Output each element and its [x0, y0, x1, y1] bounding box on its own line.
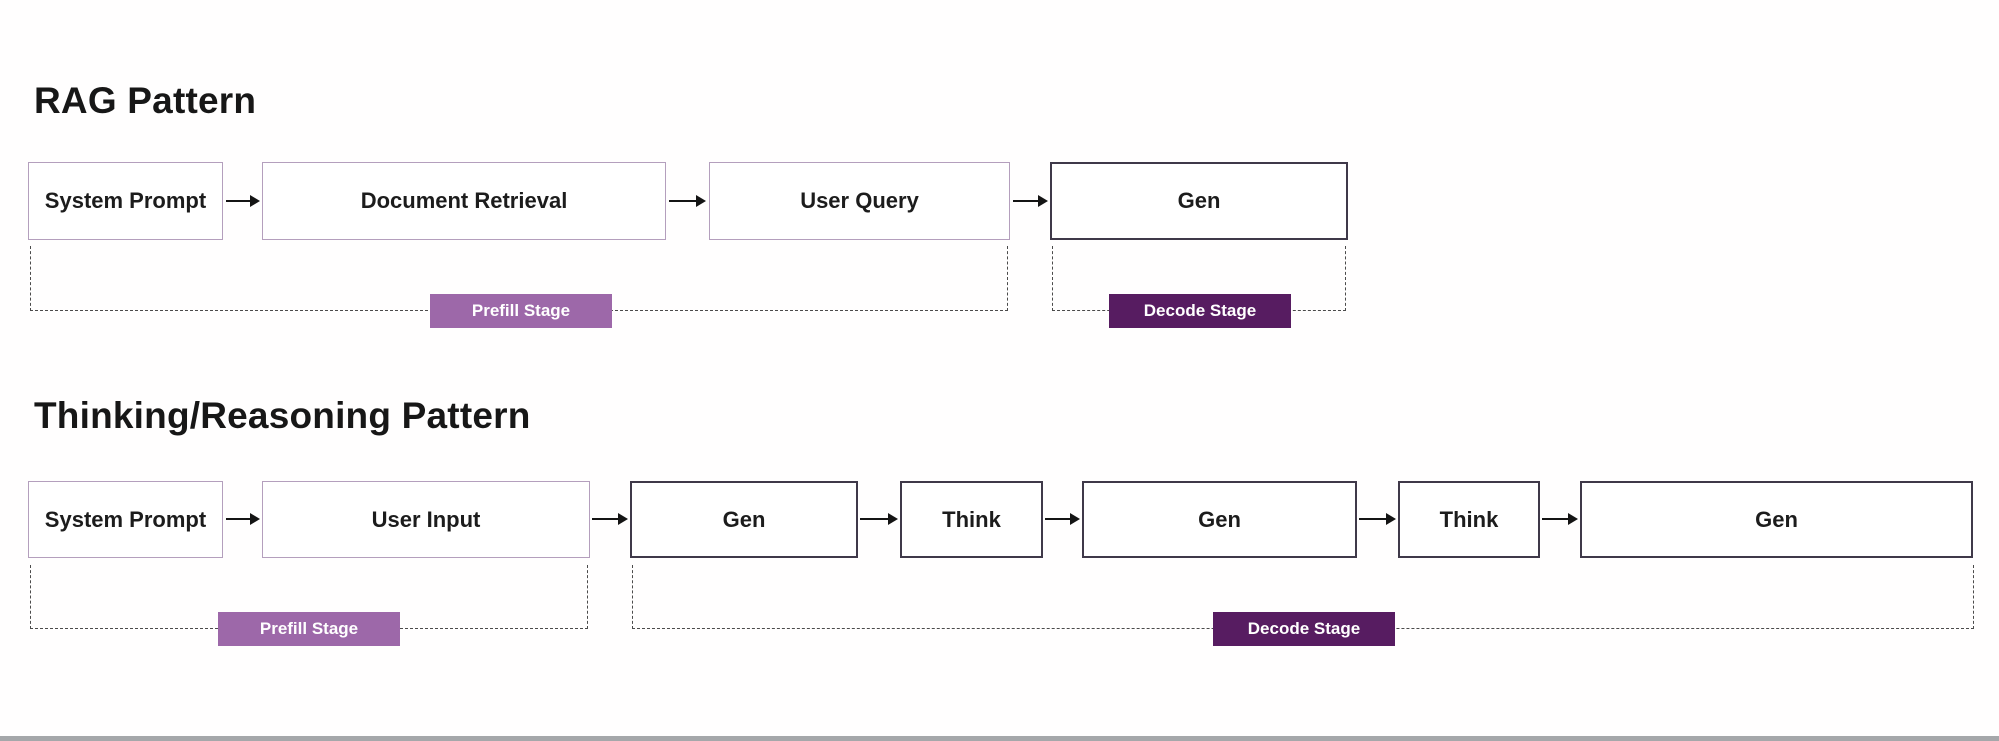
node-gen: Gen	[1082, 481, 1357, 558]
node-gen: Gen	[630, 481, 858, 558]
bottom-bar	[0, 736, 1999, 741]
prefill-stage-badge: Prefill Stage	[430, 294, 612, 328]
thinking-reasoning-pattern-title: Thinking/Reasoning Pattern	[34, 395, 531, 436]
node-system-prompt: System Prompt	[28, 481, 223, 558]
node-think: Think	[900, 481, 1043, 558]
arrow-shaft	[860, 517, 888, 521]
arrow-head-icon	[888, 513, 898, 525]
arrow-head-icon	[250, 195, 260, 207]
flow-arrow-icon	[1359, 512, 1396, 526]
node-user-input: User Input	[262, 481, 590, 558]
arrow-head-icon	[1568, 513, 1578, 525]
arrow-head-icon	[1386, 513, 1396, 525]
arrow-shaft	[669, 199, 696, 203]
decode-stage-badge: Decode Stage	[1109, 294, 1291, 328]
node-user-query: User Query	[709, 162, 1010, 240]
arrow-head-icon	[696, 195, 706, 207]
node-think: Think	[1398, 481, 1540, 558]
arrow-head-icon	[250, 513, 260, 525]
node-gen: Gen	[1050, 162, 1348, 240]
flow-arrow-icon	[1542, 512, 1578, 526]
arrow-shaft	[592, 517, 618, 521]
arrow-shaft	[1013, 199, 1038, 203]
prefill-stage-badge: Prefill Stage	[218, 612, 400, 646]
node-gen: Gen	[1580, 481, 1973, 558]
arrow-shaft	[1045, 517, 1070, 521]
node-document-retrieval: Document Retrieval	[262, 162, 666, 240]
arrow-shaft	[226, 517, 250, 521]
node-system-prompt: System Prompt	[28, 162, 223, 240]
flow-arrow-icon	[592, 512, 628, 526]
flow-arrow-icon	[1045, 512, 1080, 526]
arrow-head-icon	[1038, 195, 1048, 207]
arrow-shaft	[1359, 517, 1386, 521]
flow-arrow-icon	[226, 512, 260, 526]
arrow-shaft	[226, 199, 250, 203]
flow-arrow-icon	[226, 194, 260, 208]
flow-arrow-icon	[669, 194, 706, 208]
rag-pattern-title: RAG Pattern	[34, 80, 257, 121]
arrow-head-icon	[1070, 513, 1080, 525]
arrow-shaft	[1542, 517, 1568, 521]
flow-arrow-icon	[1013, 194, 1048, 208]
arrow-head-icon	[618, 513, 628, 525]
decode-stage-badge: Decode Stage	[1213, 612, 1395, 646]
flow-arrow-icon	[860, 512, 898, 526]
